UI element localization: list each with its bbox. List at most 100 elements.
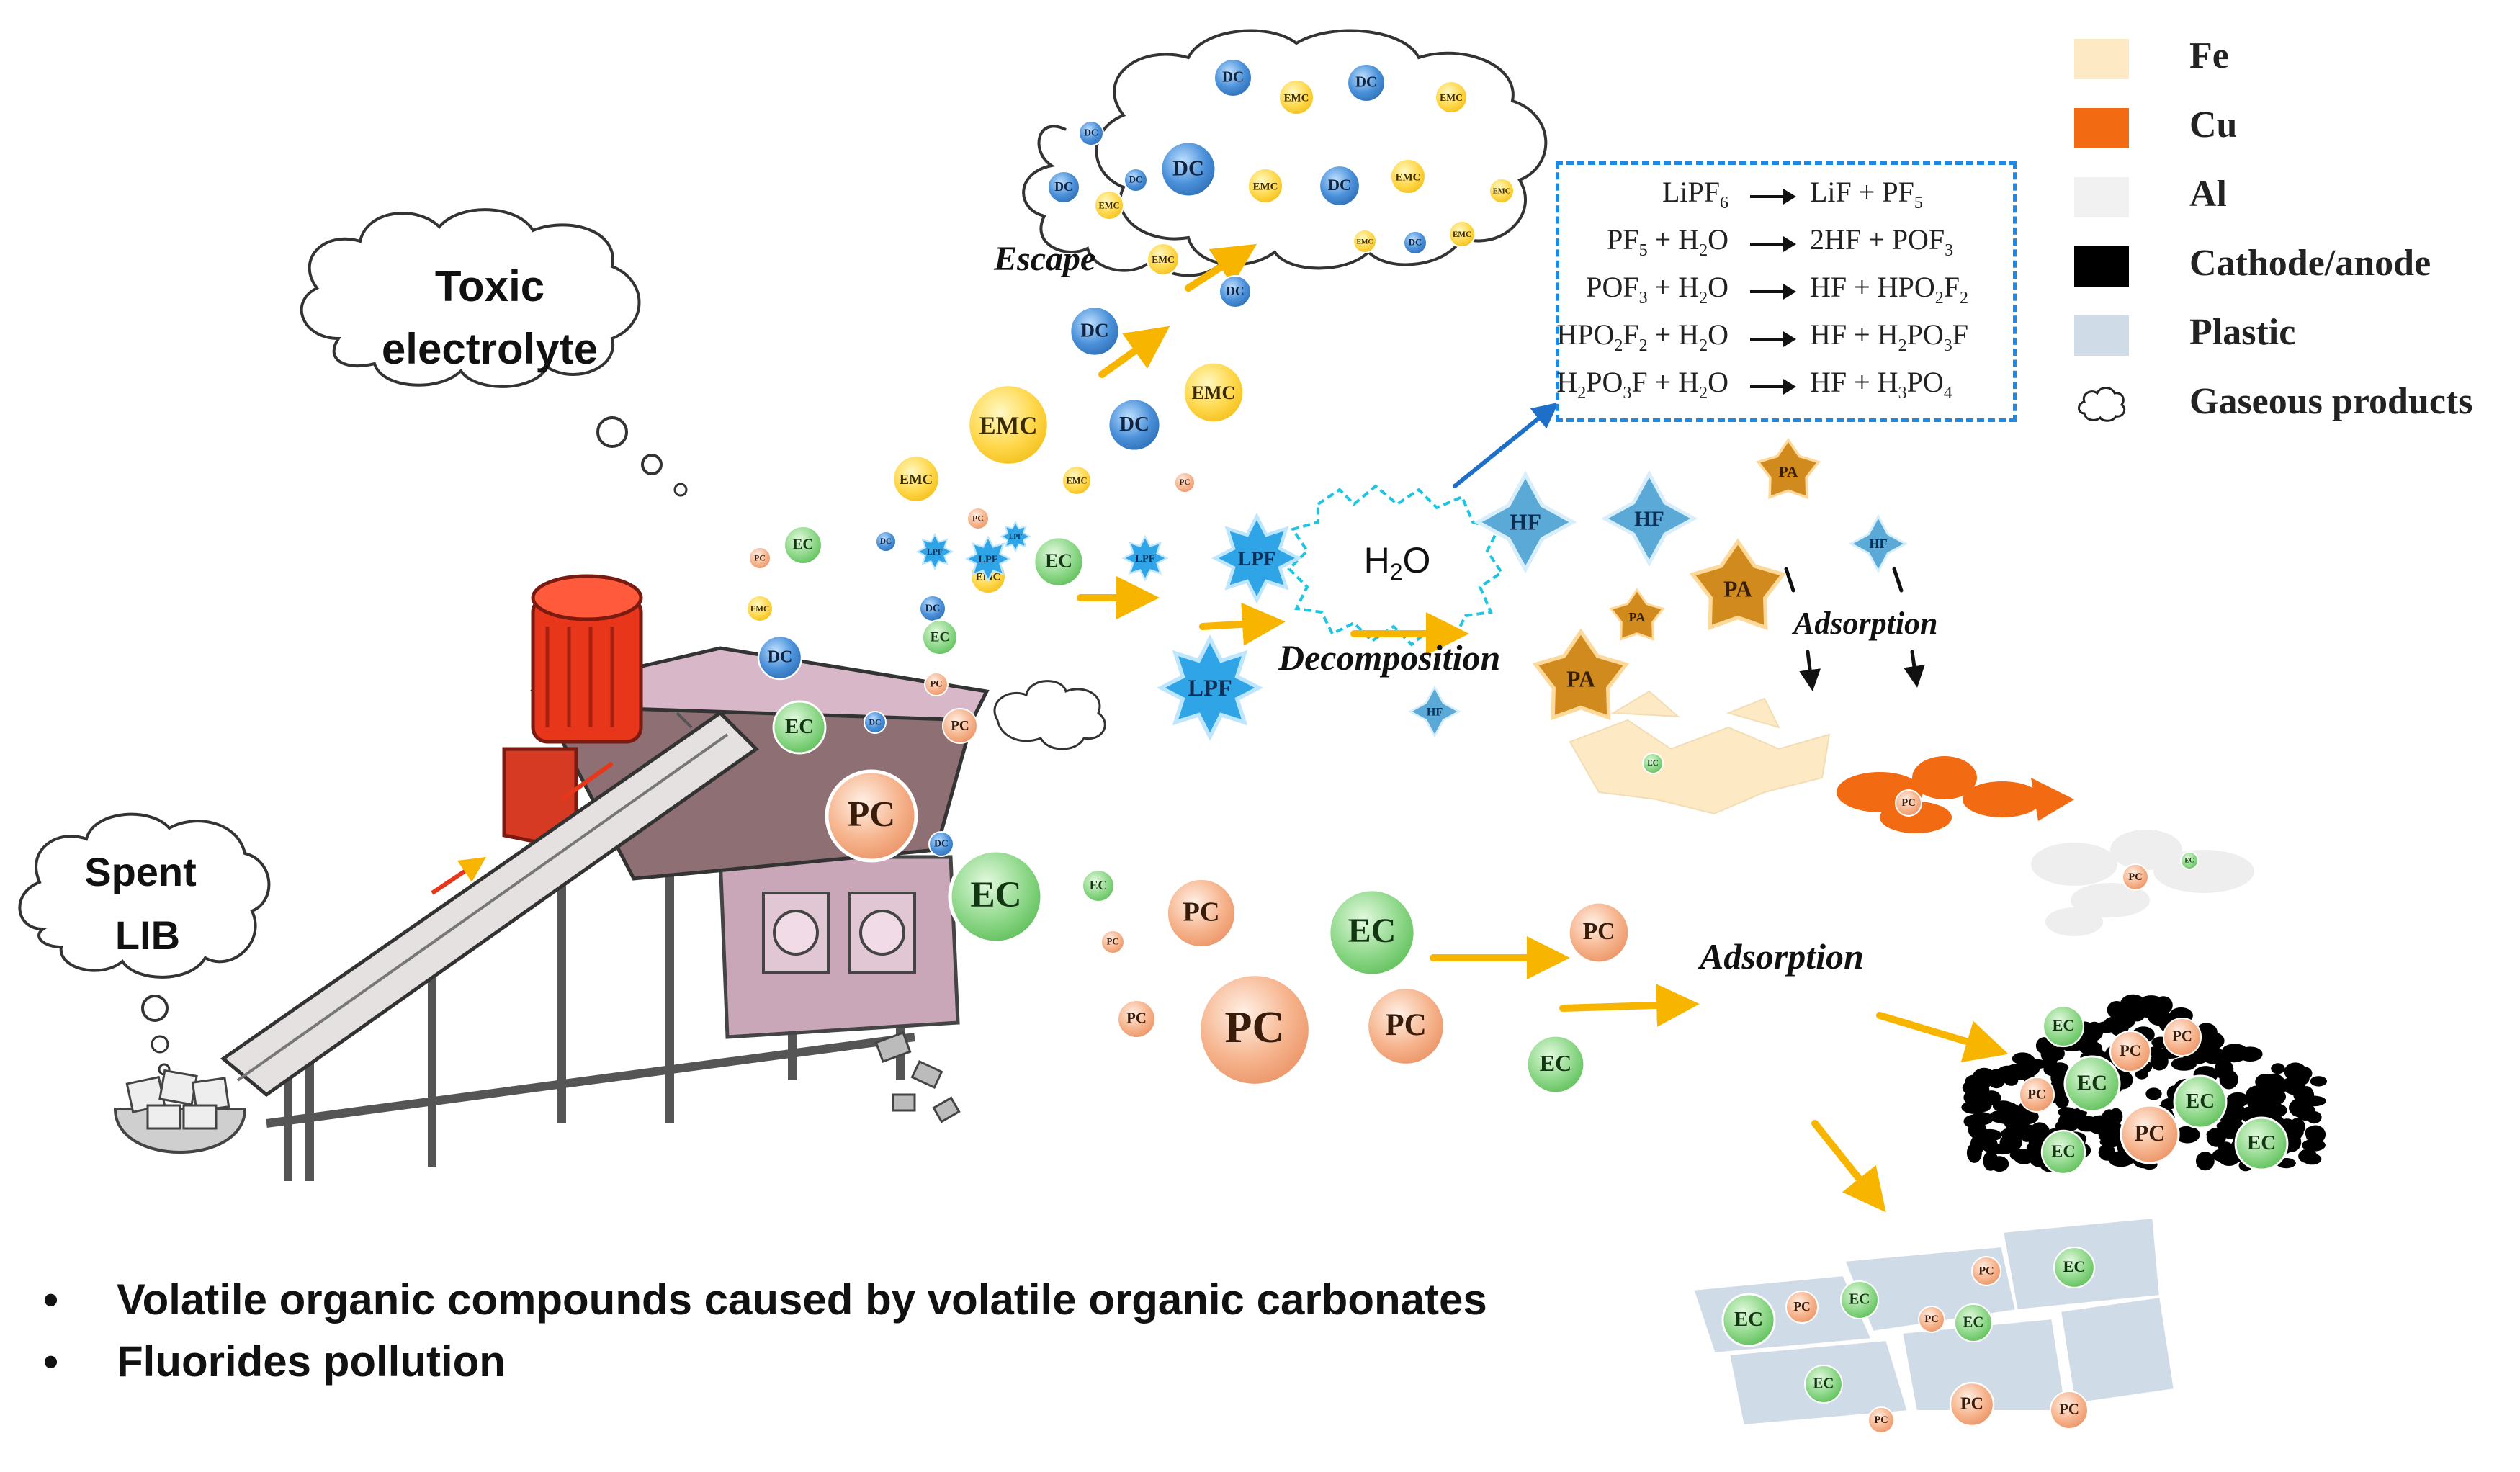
dc-molecule: DC: [1318, 164, 1361, 207]
pc-sphere: [1867, 1406, 1895, 1434]
dc-label: DC: [1054, 179, 1072, 194]
lpf-shape: [915, 532, 954, 571]
hf-label: HF: [1510, 510, 1541, 535]
cathode-anode-particle: [2196, 1152, 2215, 1171]
legend-label: Plastic: [2189, 312, 2296, 353]
cathode-anode-particle: [2120, 994, 2146, 1013]
cathode-anode-particle: [2150, 1051, 2169, 1071]
pa-label: PA: [1566, 667, 1595, 692]
pc-label: PC: [1874, 1414, 1888, 1426]
pc-label: PC: [2172, 1028, 2192, 1045]
ec-sphere: [2040, 1129, 2086, 1175]
emc-label: EMC: [1440, 92, 1463, 103]
cathode-anode-particle: [2255, 1074, 2275, 1090]
ec-label: EC: [1963, 1314, 1984, 1331]
fe-fragments: [1569, 690, 1831, 815]
pc-molecule: PC: [2019, 1077, 2055, 1113]
emc-molecule: EMC: [1094, 190, 1124, 220]
reaction-arrow-icon: [1750, 284, 1796, 300]
pc-sphere: [2049, 1390, 2089, 1430]
ec-molecule: EC: [1525, 1034, 1586, 1095]
pc-label: PC: [951, 718, 969, 733]
legend-swatch: [2074, 315, 2129, 356]
hf-shape: [1474, 470, 1577, 574]
pc-sphere: [1196, 971, 1314, 1089]
adsorption-upper-label: Adsorption: [1791, 606, 1938, 641]
hf-molecule: HF: [1600, 470, 1698, 567]
cathode-anode-particle: [2004, 1075, 2019, 1086]
dc-sphere: [1346, 63, 1386, 103]
legend-swatch: [2074, 177, 2129, 217]
pc-sphere: [942, 708, 978, 744]
legend-item: Al: [2067, 167, 2514, 236]
ec-sphere: [1082, 869, 1115, 902]
emc-label: EMC: [1152, 254, 1175, 265]
cathode-anode-particle: [2074, 1116, 2100, 1132]
dc-label: DC: [768, 648, 793, 667]
ec-molecule: EC: [1953, 1303, 1994, 1343]
ec-sphere: [1803, 1364, 1844, 1404]
cathode-anode-particle: [1999, 1102, 2019, 1121]
cathode-anode-particle: [2305, 1126, 2318, 1139]
cathode-anode-particle: [2095, 1021, 2117, 1033]
pc-label: PC: [2027, 1087, 2046, 1102]
pc-molecule: PC: [2049, 1390, 2089, 1430]
emc-label: EMC: [750, 605, 769, 614]
pa-shape: [1756, 437, 1821, 500]
lpf-molecule: LPF: [1121, 534, 1169, 582]
lpf-shape: [1121, 534, 1169, 582]
dc-sphere: [1124, 168, 1148, 192]
pc-molecule: PC: [1165, 877, 1237, 949]
toxic-electrolyte-cloud: [300, 208, 688, 497]
pc-label: PC: [1924, 1314, 1938, 1325]
emc-label: EMC: [1396, 171, 1421, 183]
emc-label: EMC: [1284, 92, 1309, 104]
lpf-molecule: LPF: [1211, 512, 1303, 604]
process-arrows: [1077, 243, 2009, 1213]
pa-label: PA: [1723, 577, 1752, 602]
reaction-products: HF + H2PO3F: [1810, 318, 1968, 355]
legend-item: Gaseous products: [2067, 374, 2514, 444]
ec-sphere: [783, 525, 823, 565]
ec-molecule: EC: [772, 700, 827, 755]
legend-label: Fe: [2189, 35, 2229, 76]
cu-fragments: [1837, 756, 2074, 833]
emc-molecule: EMC: [1435, 81, 1468, 114]
ec-label: EC: [1045, 549, 1072, 571]
cathode-anode-particle: [1990, 1156, 2009, 1172]
ec-label: EC: [2051, 1143, 2075, 1162]
decomposition-label: Decomposition: [1278, 637, 1500, 678]
ec-sphere: [1839, 1280, 1880, 1320]
emc-sphere: [1182, 361, 1245, 424]
emc-sphere: [1278, 79, 1314, 115]
pc-molecule: PC: [1174, 472, 1196, 493]
lpf-label: LPF: [978, 554, 997, 565]
toxic-label-line1: Toxic: [435, 262, 544, 310]
ec-label: EC: [2186, 1090, 2215, 1113]
ec-label: EC: [2247, 1131, 2276, 1154]
ec-label: EC: [2184, 857, 2194, 865]
pc-sphere: [1165, 877, 1237, 949]
reaction-products: HF + H3PO4: [1810, 366, 1952, 403]
pc-label: PC: [1978, 1265, 1994, 1277]
emc-sphere: [1147, 243, 1180, 276]
pc-label: PC: [1224, 1002, 1284, 1052]
ec-molecule: EC: [2040, 1129, 2086, 1175]
pc-label: PC: [754, 552, 766, 562]
legend-item: Fe: [2067, 29, 2514, 98]
pa-molecule: PA: [1689, 538, 1787, 631]
pc-sphere: [1971, 1256, 2001, 1286]
ec-molecule: EC: [2180, 851, 2199, 870]
ec-molecule: EC: [2053, 1246, 2096, 1289]
ec-sphere: [1525, 1034, 1586, 1095]
cathode-anode-particle: [2297, 1108, 2314, 1121]
ec-molecule: EC: [1839, 1280, 1880, 1320]
emc-sphere: [1489, 178, 1515, 204]
cathode-anode-particle: [2287, 1070, 2309, 1087]
pc-sphere: [1365, 985, 1447, 1067]
emc-label: EMC: [1253, 181, 1278, 192]
cathode-anode-particle: [2009, 1149, 2030, 1162]
emc-sphere: [1062, 465, 1092, 495]
